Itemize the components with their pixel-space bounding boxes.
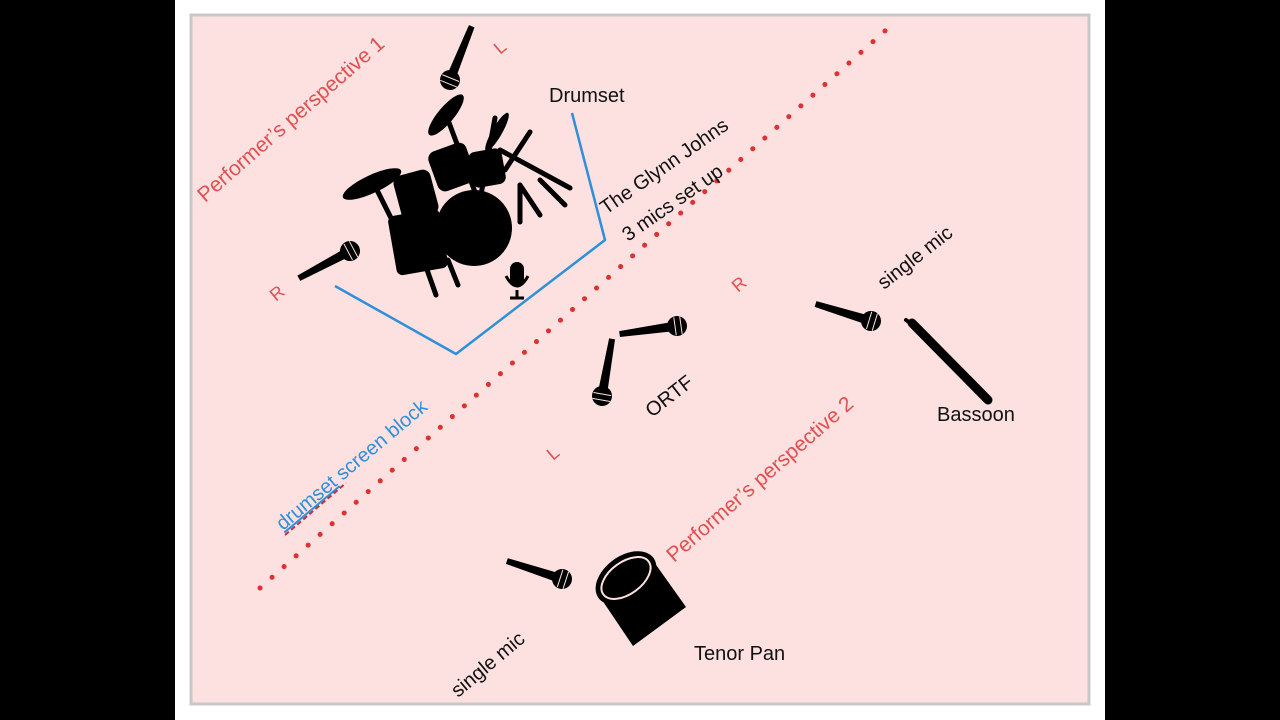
tenor-pan-icon	[595, 551, 686, 646]
bassoon-icon	[904, 318, 993, 405]
podcast-mic-icon	[504, 262, 530, 300]
drumset-icon	[342, 94, 573, 298]
drumset-screen-block	[334, 112, 607, 356]
spellcheck-underline	[284, 482, 347, 536]
perspective-divider	[257, 19, 898, 591]
tenor-pan-label: Tenor Pan	[694, 643, 785, 665]
drumset-label: Drumset	[549, 85, 625, 107]
bassoon-label: Bassoon	[937, 404, 1015, 426]
